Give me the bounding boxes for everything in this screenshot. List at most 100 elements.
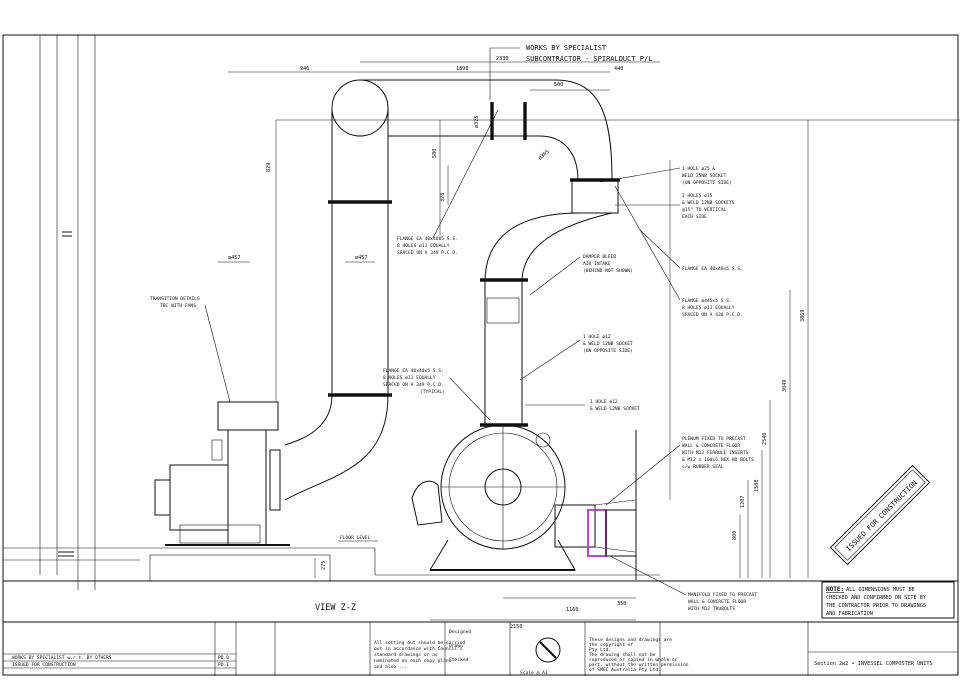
stamp-text: ISSUED FOR CONSTRUCTION — [845, 479, 919, 553]
dim-440: 440 — [614, 66, 623, 72]
callout-flange-445: FLANGE ø445x5 S.S. 8 HOLES ø11 EQUALLY S… — [682, 298, 743, 318]
svg-text:standard drawings or as: standard drawings or as — [374, 652, 438, 658]
note-box: NOTE: ALL DIMENSIONS MUST BE CHECKED AND… — [821, 581, 955, 619]
svg-text:Pty Ltd.: Pty Ltd. — [589, 647, 611, 653]
svg-text:2 HOLES ø15: 2 HOLES ø15 — [682, 193, 713, 199]
revision-1-rev: PD.0 — [218, 655, 229, 661]
dim-3869: 3869 — [800, 310, 806, 323]
svg-text:THE CONTRACTOR PRIOR TO DRAWIN: THE CONTRACTOR PRIOR TO DRAWINGS — [826, 603, 926, 609]
dim-1588: 1588 — [754, 480, 760, 493]
svg-text:CHECKED AND CONFIRMED ON SITE: CHECKED AND CONFIRMED ON SITE BY — [826, 595, 927, 601]
svg-text:c/w RUBBER SEAL: c/w RUBBER SEAL — [682, 464, 724, 470]
svg-text:TRANSITION DETAILS: TRANSITION DETAILS — [150, 296, 200, 302]
svg-text:& M12 x 100LG HEX HD BOLTS: & M12 x 100LG HEX HD BOLTS — [682, 457, 754, 463]
svg-text:nominated on each copy plans: nominated on each copy plans — [374, 658, 452, 664]
svg-text:The drawing shall not be: The drawing shall not be — [589, 652, 656, 658]
svg-text:of SMEC Australia Pty Ltd.: of SMEC Australia Pty Ltd. — [589, 667, 661, 673]
svg-text:WALL & CONCRETE FLOOR: WALL & CONCRETE FLOOR — [682, 443, 740, 449]
dim-1898: 1898 — [456, 66, 469, 72]
dim-1207: 1207 — [740, 496, 746, 509]
svg-text:These designs and drawings are: These designs and drawings are — [589, 637, 672, 643]
dim-2150: 2150 — [510, 624, 523, 630]
sheet-border — [2, 34, 959, 676]
svg-text:SPACED ON A 349 P.C.D.: SPACED ON A 349 P.C.D. — [383, 382, 444, 388]
note-heading: NOTE: — [826, 586, 844, 593]
svg-text:(ON OPPOSITE SIDE): (ON OPPOSITE SIDE) — [583, 348, 633, 354]
callout-transition: TRANSITION DETAILS TBC WITH FANS — [150, 296, 200, 309]
svg-text:SPACED ON A 349 P.C.D.: SPACED ON A 349 P.C.D. — [397, 250, 458, 256]
dim-3049: 3049 — [782, 380, 788, 393]
revision-2-rev: PD.1 — [218, 662, 229, 668]
callout-hole12a: 1 HOLE ø12 & WELD 12NB SOCKET (ON OPPOSI… — [583, 334, 633, 354]
svg-text:WALL & CONCRETE FLOOR: WALL & CONCRETE FLOOR — [688, 599, 746, 605]
specialist-note-line1: WORKS BY SPECIALIST — [526, 44, 607, 52]
svg-text:FLANGE EA 40x40x5 S.S.: FLANGE EA 40x40x5 S.S. — [383, 368, 444, 374]
copyright-note: These designs and drawings are the copyr… — [589, 637, 689, 673]
dim-580: 580 — [432, 149, 438, 158]
dim-275: 275 — [321, 561, 327, 570]
scale-label: Scale @ A1 — [520, 670, 548, 676]
revision-2-desc: ISSUED FOR CONSTRUCTION — [12, 662, 76, 668]
callout-hole12b: 1 HOLE ø12 & WELD 12NB SOCKET — [590, 399, 640, 412]
dimension-lines — [218, 61, 960, 621]
svg-text:AND FABRICATION: AND FABRICATION — [826, 611, 873, 617]
svg-text:FLANGE EA 40x40x5 S.S.: FLANGE EA 40x40x5 S.S. — [397, 236, 458, 242]
manifold — [587, 430, 637, 580]
svg-text:and also ...: and also ... — [374, 664, 407, 670]
dia-457-right: ø457 — [355, 255, 368, 261]
svg-text:1 HOLE ø12: 1 HOLE ø12 — [590, 399, 618, 405]
svg-text:WELD 25NB SOCKET: WELD 25NB SOCKET — [682, 173, 726, 179]
leader-lines — [204, 47, 687, 596]
svg-text:DAMPER BLEED: DAMPER BLEED — [583, 254, 616, 260]
floor-slab — [3, 547, 958, 582]
svg-text:8 HOLES ø11 EQUALLY: 8 HOLES ø11 EQUALLY — [397, 243, 450, 249]
general-notes: All setting out should be carried out in… — [374, 640, 466, 670]
svg-text:8 HOLES ø11 EQUALLY: 8 HOLES ø11 EQUALLY — [383, 375, 436, 381]
view-label: VIEW Z-Z — [315, 603, 356, 613]
duct-right — [480, 212, 613, 427]
callout-flange-right: FLANGE EA 40x40x5 S.S. — [682, 266, 743, 272]
svg-text:WITH M12 FERRULE INSERTS: WITH M12 FERRULE INSERTS — [682, 450, 749, 456]
svg-text:& WELD 12NB SOCKET: & WELD 12NB SOCKET — [590, 406, 640, 412]
svg-text:SPACED ON A 430 P.C.D.: SPACED ON A 430 P.C.D. — [682, 312, 743, 318]
callout-holes15: 2 HOLES ø15 & WELD 12NB SOCKETS @15° TO … — [682, 193, 735, 220]
construction-stamp: ISSUED FOR CONSTRUCTION — [829, 464, 931, 566]
svg-text:AIR INTAKE: AIR INTAKE — [583, 261, 611, 267]
dia-305: ø305 — [537, 149, 550, 162]
specialist-note: WORKS BY SPECIALIST SUBCONTRACTOR - SPIR… — [526, 44, 652, 63]
specialist-note-line2: SUBCONTRACTOR - SPIRALDUCT P/L — [526, 55, 652, 63]
dim-1160: 1160 — [566, 607, 579, 613]
svg-text:EACH SIDE: EACH SIDE — [682, 214, 707, 220]
left-column — [39, 35, 96, 590]
svg-text:part, without the written perm: part, without the written permission — [589, 662, 689, 668]
svg-text:MANIFOLD FIXED TO PRECAST: MANIFOLD FIXED TO PRECAST — [688, 592, 757, 598]
dia-325: ø325 — [474, 116, 480, 129]
dia-457-left: ø457 — [228, 255, 241, 261]
revision-1-desc: WORKS BY SPECIALIST w.r.t. BY OTHERS — [12, 655, 112, 661]
svg-text:reproduced or copied in whole: reproduced or copied in whole or — [589, 657, 678, 663]
svg-text:8 HOLES ø11 EQUALLY: 8 HOLES ø11 EQUALLY — [682, 305, 735, 311]
signoff: Designed Drawn Checked — [449, 629, 471, 663]
callout-hole25: 1 HOLE ø25 & WELD 25NB SOCKET (ON OPPOSI… — [682, 166, 732, 186]
svg-text:@15° TO VERTICAL: @15° TO VERTICAL — [682, 207, 726, 213]
svg-text:Checked: Checked — [449, 657, 469, 663]
dim-328: 328 — [440, 193, 446, 202]
svg-text:(BEHIND-NOT SHOWN): (BEHIND-NOT SHOWN) — [583, 268, 633, 274]
svg-text:ALL DIMENSIONS MUST BE: ALL DIMENSIONS MUST BE — [846, 587, 915, 593]
title-block: WORKS BY SPECIALIST w.r.t. BY OTHERS PD.… — [3, 622, 958, 676]
dim-946: 946 — [300, 66, 309, 72]
svg-text:the copyright of: the copyright of — [589, 642, 633, 648]
callout-flange-upper: FLANGE EA 40x40x5 S.S. 8 HOLES ø11 EQUAL… — [397, 236, 458, 256]
svg-text:out in accordance with Council: out in accordance with Council's — [374, 646, 463, 652]
svg-text:& WELD 12NB SOCKETS: & WELD 12NB SOCKETS — [682, 200, 735, 206]
dim-829: 829 — [266, 163, 272, 172]
dim-800: 800 — [732, 531, 738, 540]
svg-text:Designed: Designed — [449, 629, 471, 635]
svg-text:TBC WITH FANS: TBC WITH FANS — [160, 303, 196, 309]
fan-unit — [411, 424, 636, 571]
svg-text:1 HOLE ø25 &: 1 HOLE ø25 & — [682, 166, 715, 172]
project-title: Section 2w2 • INVESSEL COMPOSTER UNITS — [814, 661, 933, 667]
svg-text:WITH M12 TRUBOLTS: WITH M12 TRUBOLTS — [688, 606, 735, 612]
